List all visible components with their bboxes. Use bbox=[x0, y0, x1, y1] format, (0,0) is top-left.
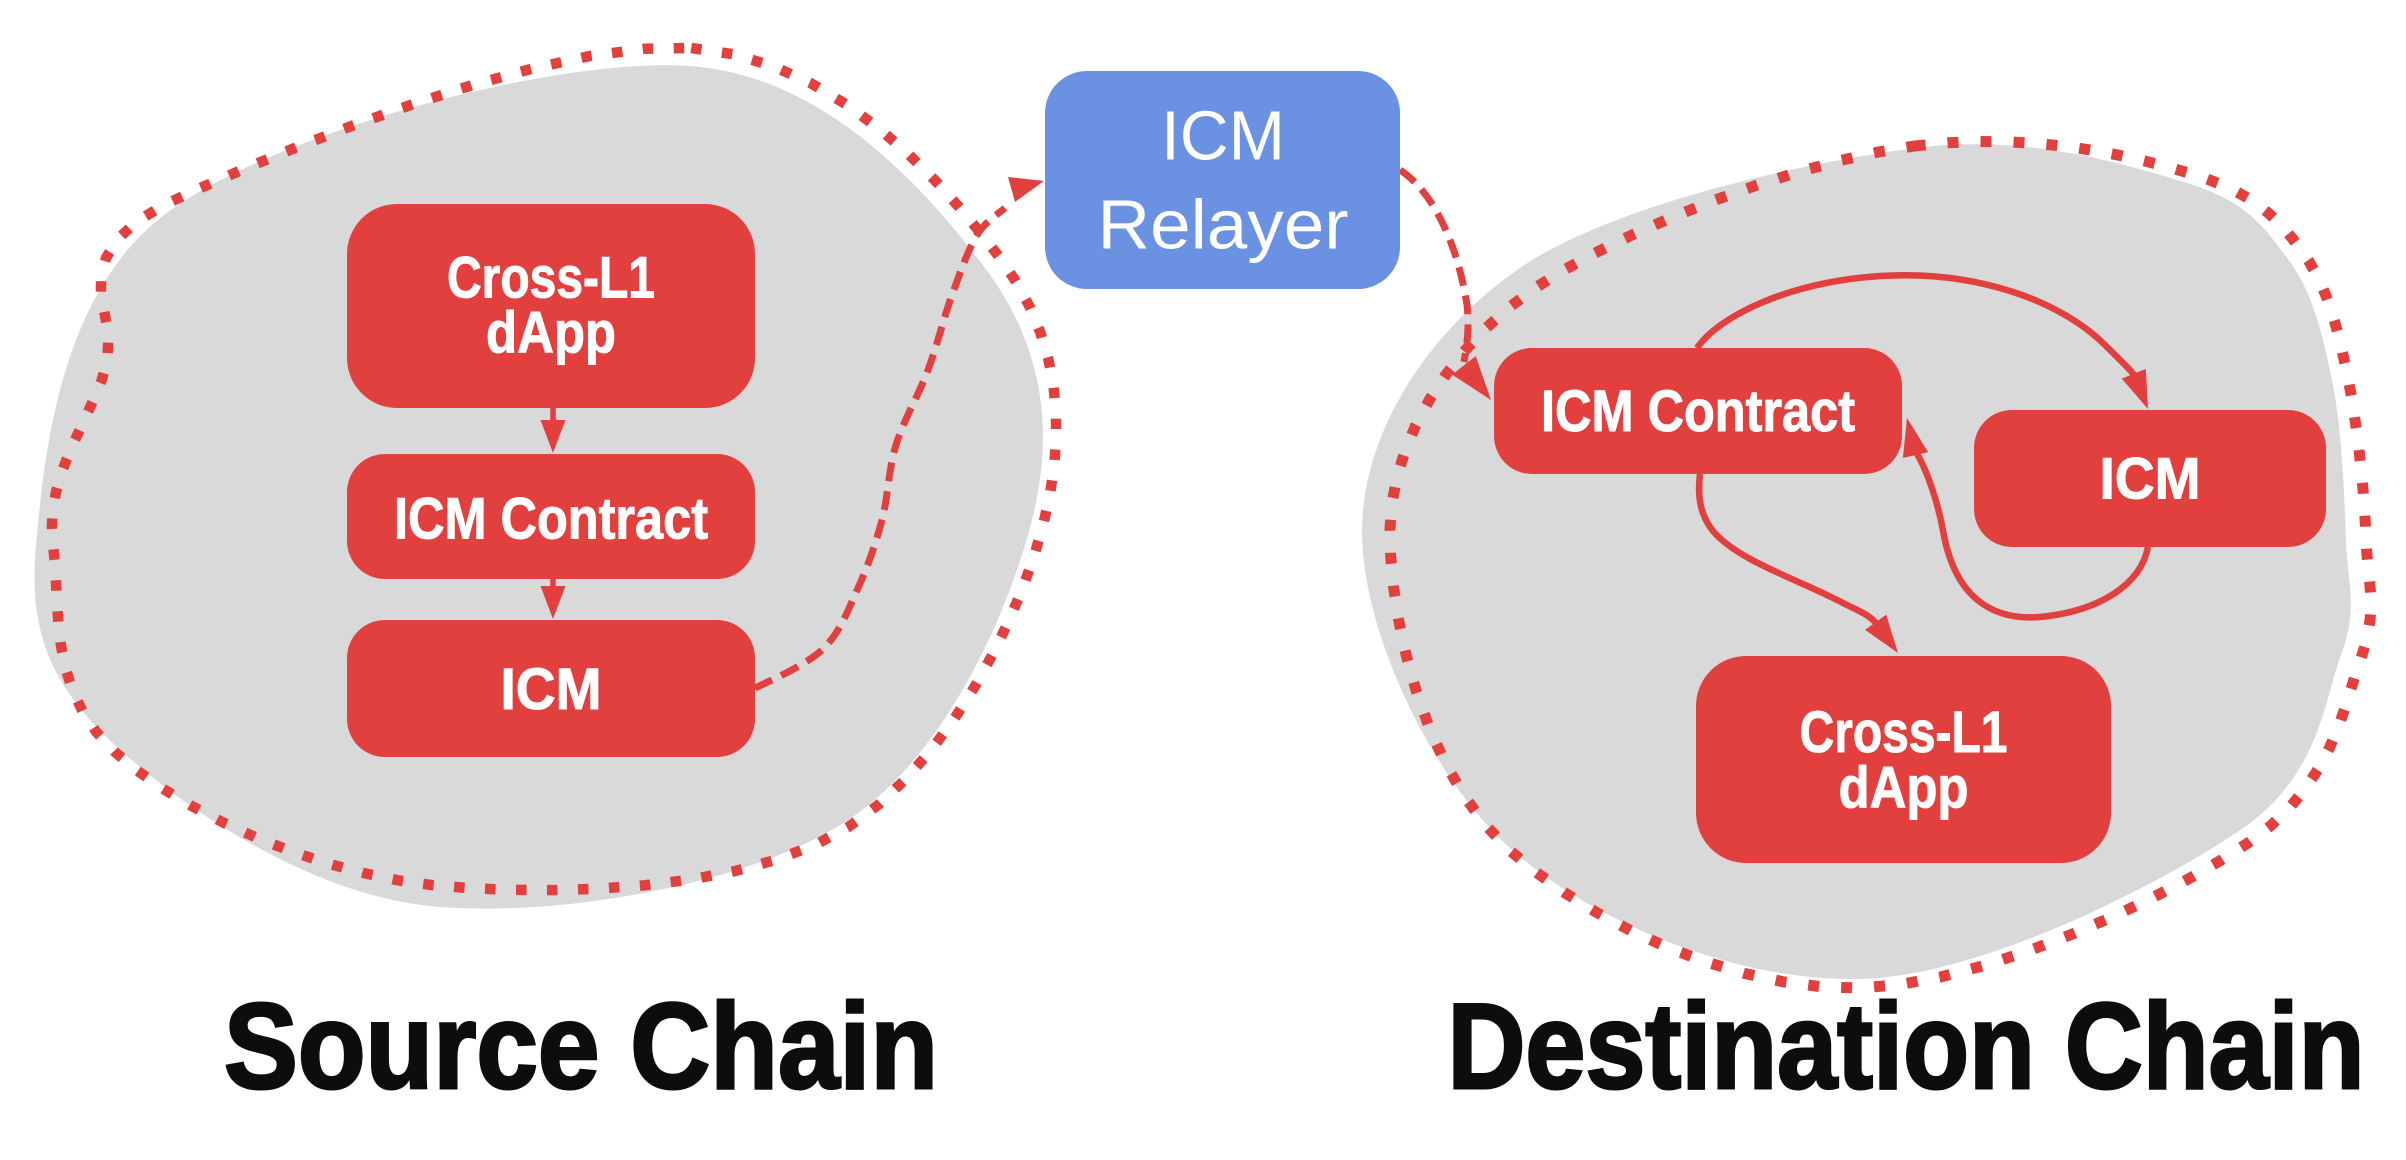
svg-text:Source Chain: Source Chain bbox=[224, 978, 938, 1114]
svg-text:Cross-L1: Cross-L1 bbox=[447, 246, 655, 311]
svg-text:Destination Chain: Destination Chain bbox=[1448, 978, 2365, 1114]
svg-text:Relayer: Relayer bbox=[1098, 186, 1349, 264]
svg-text:ICM: ICM bbox=[2100, 447, 2201, 512]
svg-text:Cross-L1: Cross-L1 bbox=[1800, 700, 2008, 765]
svg-text:ICM Contract: ICM Contract bbox=[394, 487, 708, 552]
svg-text:dApp: dApp bbox=[486, 301, 616, 366]
svg-text:ICM: ICM bbox=[1161, 97, 1285, 175]
svg-text:ICM: ICM bbox=[501, 657, 602, 722]
svg-text:dApp: dApp bbox=[1839, 756, 1969, 821]
svg-text:ICM Contract: ICM Contract bbox=[1541, 379, 1855, 444]
